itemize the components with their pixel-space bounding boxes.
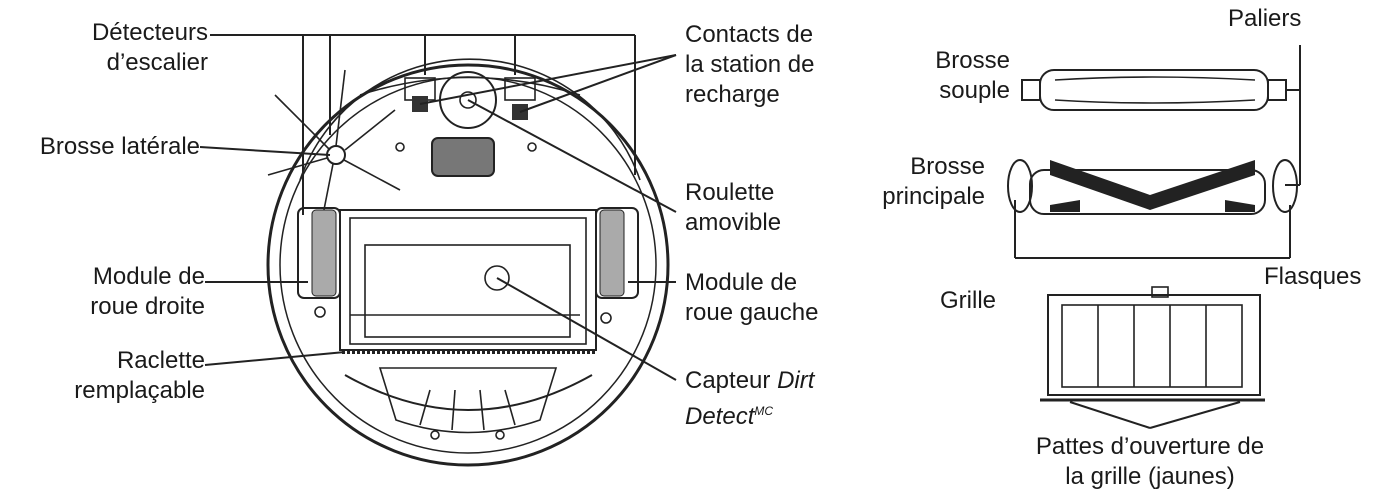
soft-brush (1021, 69, 1287, 111)
label-brosse-laterale: Brosse latérale (39, 133, 200, 160)
label-capteur-dirt-detect: Capteur Dirt DetectMC (685, 367, 815, 430)
leader-lines (199, 34, 677, 381)
label-flasques: Flasques (1264, 263, 1362, 290)
main-brush (1007, 159, 1298, 215)
robot-underside (266, 58, 670, 467)
label-paliers: Paliers (1228, 5, 1302, 32)
label-grille: Grille (940, 287, 997, 314)
grille (1040, 286, 1265, 429)
